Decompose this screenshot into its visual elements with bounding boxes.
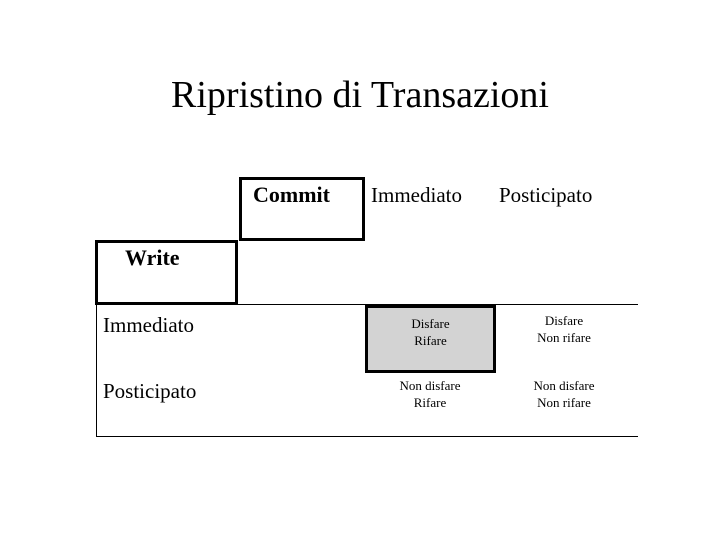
column-header-posticipato: Posticipato	[499, 183, 593, 207]
matrix-cell-posticipato-immediato: Non disfare Rifare	[365, 375, 495, 411]
matrix-cell-immediato-immediato: Disfare Rifare	[365, 305, 496, 373]
matrix-border-left	[96, 304, 97, 437]
matrix-cell-line-1: Disfare	[544, 313, 584, 328]
write-header-box	[95, 240, 238, 305]
write-header-label: Write	[125, 245, 180, 270]
matrix-cell-line-2: Non rifare	[537, 330, 591, 345]
matrix-cell-line-2: Rifare	[414, 333, 447, 348]
matrix-border-bottom	[96, 436, 638, 437]
matrix-cell-posticipato-posticipato: Non disfare Non rifare	[499, 375, 629, 411]
matrix-cell-line-1: Non disfare	[399, 378, 461, 393]
row-header-posticipato: Posticipato	[103, 379, 197, 403]
matrix-cell-immediato-posticipato: Disfare Non rifare	[499, 310, 629, 346]
matrix-border-header-rule	[237, 304, 638, 305]
matrix-cell-line-2: Rifare	[413, 395, 447, 410]
page-title: Ripristino di Transazioni	[171, 74, 549, 116]
commit-header-box	[239, 177, 365, 241]
column-header-immediato: Immediato	[371, 183, 462, 207]
matrix-cell-line-1: Non disfare	[533, 378, 595, 393]
matrix-cell-line-2: Non rifare	[537, 395, 591, 410]
matrix-cell-line-1: Disfare	[411, 316, 450, 331]
commit-header-label: Commit	[253, 182, 330, 207]
row-header-immediato: Immediato	[103, 313, 194, 337]
